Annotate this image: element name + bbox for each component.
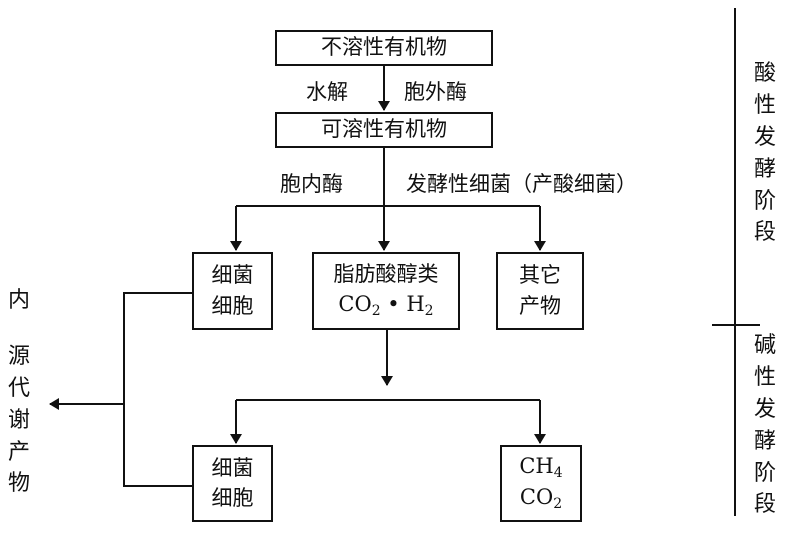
fatty-acids-label: 脂肪酸醇类 bbox=[333, 262, 439, 287]
bacteria-cells-bottom-box: 细菌 细胞 bbox=[192, 445, 273, 522]
intracellular-enzyme-label: 胞内酶 bbox=[280, 172, 343, 196]
endogenous-products-label: 内 源 代 谢 产 物 bbox=[8, 285, 30, 500]
acid-stage-char-4: 酵 bbox=[754, 156, 777, 182]
alkaline-stage-char-3: 发 bbox=[754, 396, 777, 422]
acid-stage-char-1: 酸 bbox=[754, 61, 777, 86]
endogenous-char-4: 谢 bbox=[8, 407, 31, 433]
insoluble-organics-label: 不溶性有机物 bbox=[321, 35, 447, 60]
bacteria-cells-bottom-line2: 细胞 bbox=[211, 486, 254, 511]
acid-stage-char-6: 段 bbox=[754, 220, 777, 246]
endogenous-char-3: 代 bbox=[8, 375, 31, 401]
alkaline-stage-char-5: 阶 bbox=[754, 460, 777, 486]
alkaline-stage-char-4: 酵 bbox=[754, 428, 777, 454]
endogenous-char-1: 内 bbox=[8, 288, 31, 313]
bracket-line bbox=[123, 292, 192, 487]
extracellular-enzyme-label: 胞外酶 bbox=[404, 80, 467, 104]
endogenous-char-2: 源 bbox=[8, 343, 31, 369]
methane-label: CH4 bbox=[519, 454, 563, 482]
hydrolysis-label: 水解 bbox=[306, 80, 348, 104]
fatty-acids-box: 脂肪酸醇类 CO2 • H2 bbox=[312, 252, 460, 330]
alkaline-stage-char-6: 段 bbox=[754, 492, 777, 518]
co2-label: CO2 bbox=[519, 484, 563, 512]
bacteria-cells-top-box: 细菌 细胞 bbox=[192, 252, 273, 330]
acid-stage-char-3: 发 bbox=[754, 124, 777, 150]
other-products-box: 其它 产物 bbox=[496, 252, 584, 330]
bacteria-cells-bottom-line1: 细菌 bbox=[211, 455, 254, 480]
acid-stage-char-5: 阶 bbox=[754, 188, 777, 214]
acid-stage-char-2: 性 bbox=[754, 92, 777, 118]
alkaline-stage-char-1: 碱 bbox=[754, 333, 777, 358]
insoluble-organics-box: 不溶性有机物 bbox=[275, 30, 493, 66]
fermentative-bacteria-label: 发酵性细菌（产酸细菌） bbox=[406, 172, 637, 196]
endogenous-char-5: 产 bbox=[8, 439, 31, 465]
soluble-organics-label: 可溶性有机物 bbox=[321, 117, 447, 142]
endogenous-char-6: 物 bbox=[8, 471, 31, 497]
alkaline-fermentation-stage-label: 碱 性 发 酵 阶 段 bbox=[754, 330, 776, 521]
other-products-line2: 产物 bbox=[519, 293, 561, 318]
bacteria-cells-top-line1: 细菌 bbox=[211, 262, 254, 287]
other-products-line1: 其它 bbox=[519, 262, 561, 287]
methane-co2-box: CH4 CO2 bbox=[500, 445, 582, 522]
alkaline-stage-char-2: 性 bbox=[754, 364, 777, 390]
acid-fermentation-stage-label: 酸 性 发 酵 阶 段 bbox=[754, 58, 776, 249]
soluble-organics-box: 可溶性有机物 bbox=[275, 112, 493, 148]
co2-h2-label: CO2 • H2 bbox=[338, 291, 434, 319]
bacteria-cells-top-line2: 细胞 bbox=[211, 293, 254, 318]
